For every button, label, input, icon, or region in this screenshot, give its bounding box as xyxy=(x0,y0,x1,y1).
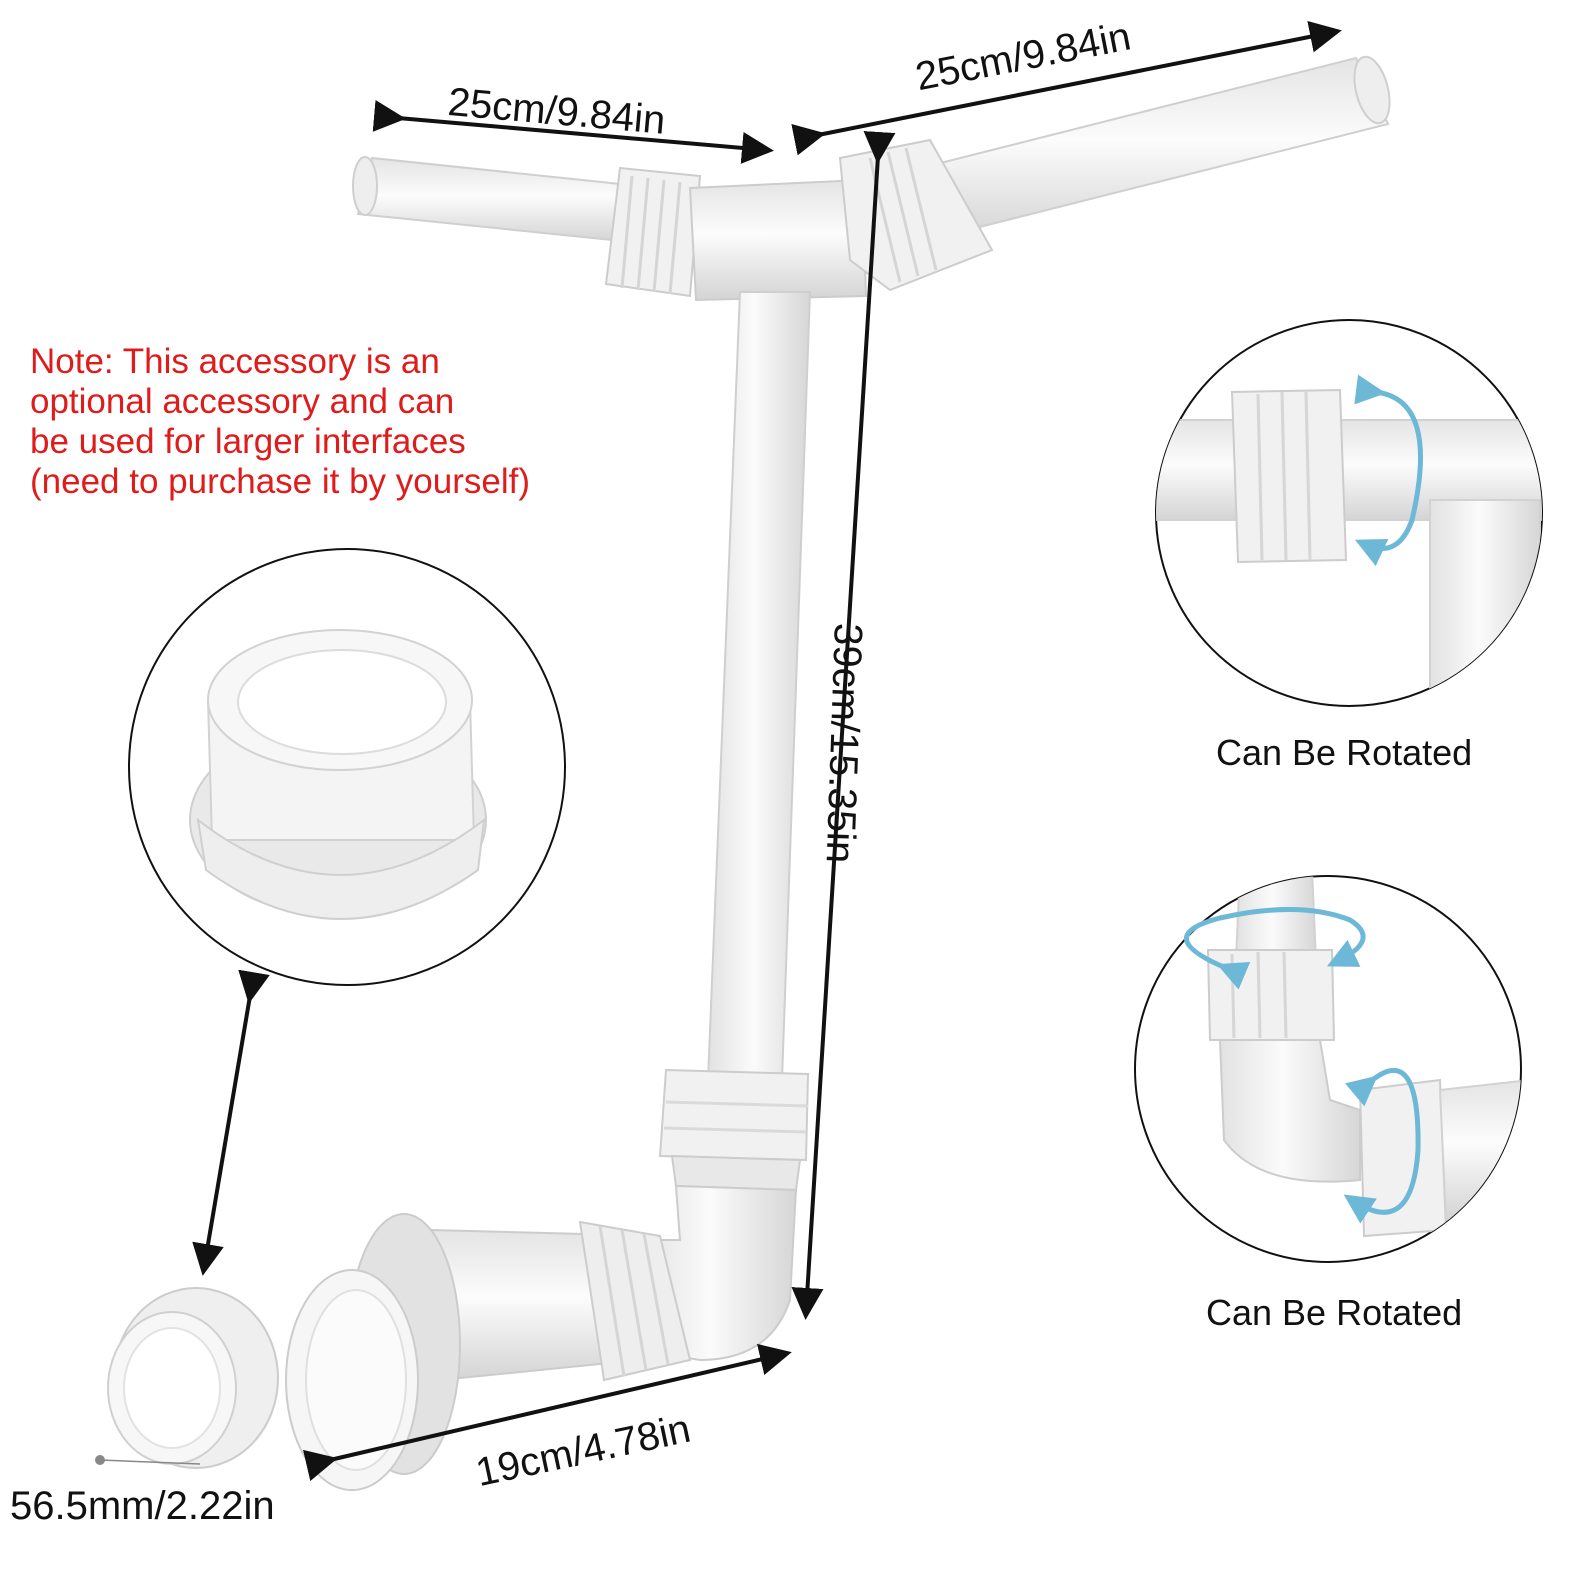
vertical-riser-pipe xyxy=(706,291,812,1081)
diameter-dimension-label: 56.5mm/2.22in xyxy=(10,1484,275,1528)
rotation-detail-bottom xyxy=(1134,875,1522,1263)
rotate-arrow-top xyxy=(1354,374,1423,567)
left-arm-pipe xyxy=(352,156,642,244)
right-arm-dimension-arrow xyxy=(791,21,1342,156)
rotate-arrow-lower xyxy=(1343,1068,1421,1224)
base-horizontal-pipe xyxy=(428,1220,692,1382)
top-detail-caption: Can Be Rotated xyxy=(1216,732,1473,773)
optional-accessory-note: Note: This accessory is an optional acce… xyxy=(30,342,530,502)
dimension-arrows xyxy=(192,21,1342,1482)
loose-adapter-ring xyxy=(95,1287,279,1469)
height-dimension-label: 39cm/15.35in xyxy=(817,622,870,865)
base-dimension-arrow xyxy=(302,1343,792,1482)
note-line-3: be used for larger interfaces xyxy=(30,422,466,461)
accessory-detail-circle xyxy=(128,548,566,986)
note-line-4: (need to purchase it by yourself) xyxy=(30,462,530,501)
note-line-2: optional accessory and can xyxy=(30,382,455,421)
rotation-detail-top xyxy=(1155,319,1543,707)
note-line-1: Note: This accessory is an xyxy=(30,342,440,381)
left-arm-dimension-arrow xyxy=(372,99,774,164)
riser-union-nut xyxy=(658,1068,810,1192)
rotate-arrow-upper xyxy=(1184,907,1366,990)
bottom-detail-caption: Can Be Rotated xyxy=(1206,1292,1463,1333)
height-dimension-arrow xyxy=(791,131,896,1320)
left-arm-nut xyxy=(604,166,702,298)
accessory-link-arrow xyxy=(192,969,270,1276)
tee-connector xyxy=(688,178,868,302)
